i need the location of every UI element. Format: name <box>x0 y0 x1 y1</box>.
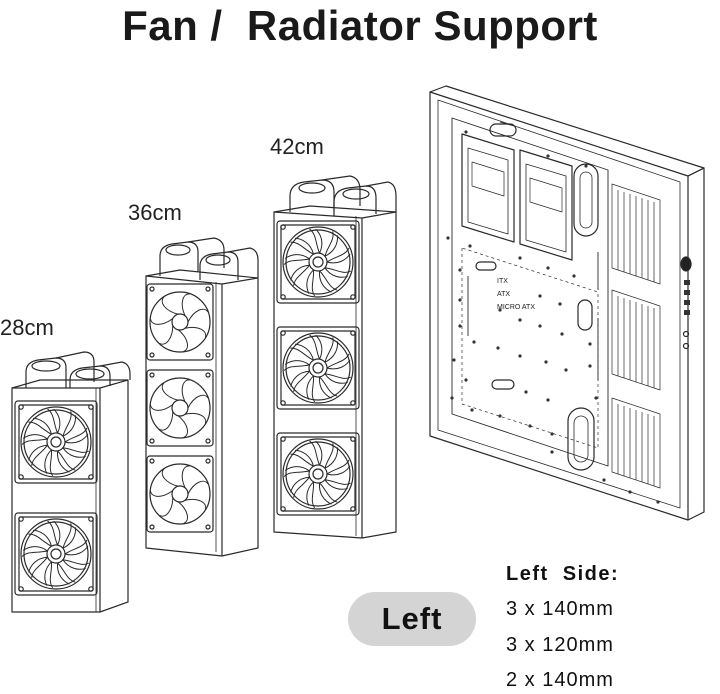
radiator-label-42cm: 42cm <box>270 134 324 159</box>
left-side-badge: Left <box>348 592 476 646</box>
board-label-itx: ITX <box>497 278 508 285</box>
radiator-42cm <box>273 175 397 539</box>
page-title: Fan / Radiator Support <box>122 2 598 49</box>
spec-line-1: 3 x 140mm <box>506 598 614 620</box>
radiator-36cm <box>145 237 259 557</box>
spec-heading: Left Side: <box>506 563 620 585</box>
radiator-28cm <box>11 351 131 613</box>
radiator-label-28cm: 28cm <box>0 315 54 340</box>
radiator-label-36cm: 36cm <box>128 200 182 225</box>
board-label-atx: ATX <box>497 291 511 298</box>
left-side-badge-label: Left <box>381 601 443 636</box>
spec-line-2: 3 x 120mm <box>506 634 614 656</box>
spec-line-3: 2 x 140mm <box>506 669 614 691</box>
board-label-micro-atx: MICRO ATX <box>497 304 535 311</box>
chassis-panel <box>429 85 705 521</box>
